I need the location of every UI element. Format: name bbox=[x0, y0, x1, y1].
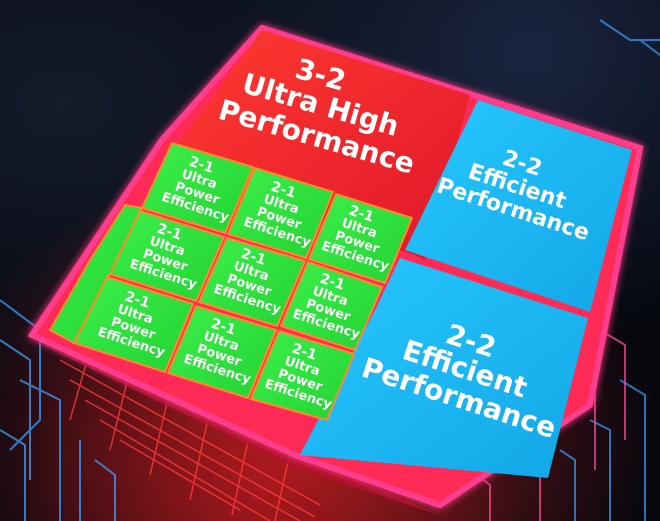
core-tile-label-line-1: 2-1 bbox=[209, 316, 238, 339]
core-tile-label-line-1: 2-1 bbox=[347, 203, 376, 226]
efficient-performance-block-top: 2-2 Efficient Performance bbox=[405, 100, 632, 312]
core-tile-shape bbox=[72, 275, 195, 374]
core-tile-shape bbox=[166, 304, 278, 400]
core-tile-shape bbox=[226, 166, 335, 260]
core-tile-shape bbox=[197, 236, 307, 328]
red-substrate-grid bbox=[59, 349, 321, 521]
blue-traces-right bbox=[559, 19, 660, 521]
core-tile-shape bbox=[140, 141, 255, 235]
core-tile-shape bbox=[307, 192, 414, 285]
core-tile-label-line-1: 2-1 bbox=[269, 179, 298, 202]
core-tile-label-line-1: 2-1 bbox=[187, 154, 216, 177]
core-tile-label-line-1: 2-1 bbox=[290, 341, 319, 364]
core-tile-label-line-1: 2-1 bbox=[123, 289, 152, 312]
core-tile-shape bbox=[108, 209, 226, 303]
ultra-high-performance-block: 3-2 Ultra High Performance bbox=[163, 30, 470, 260]
core-tile-label-line-1: 2-1 bbox=[318, 271, 347, 294]
efficient-performance-block-bottom: 2-2 Efficient Performance bbox=[300, 258, 588, 478]
core-tile-shape bbox=[249, 329, 356, 422]
core-tile-label-line-1: 2-1 bbox=[239, 246, 268, 269]
core-tile-label-line-1: 2-1 bbox=[155, 221, 184, 244]
core-tile-shape bbox=[279, 260, 384, 352]
blue-traces-left bbox=[0, 299, 116, 521]
